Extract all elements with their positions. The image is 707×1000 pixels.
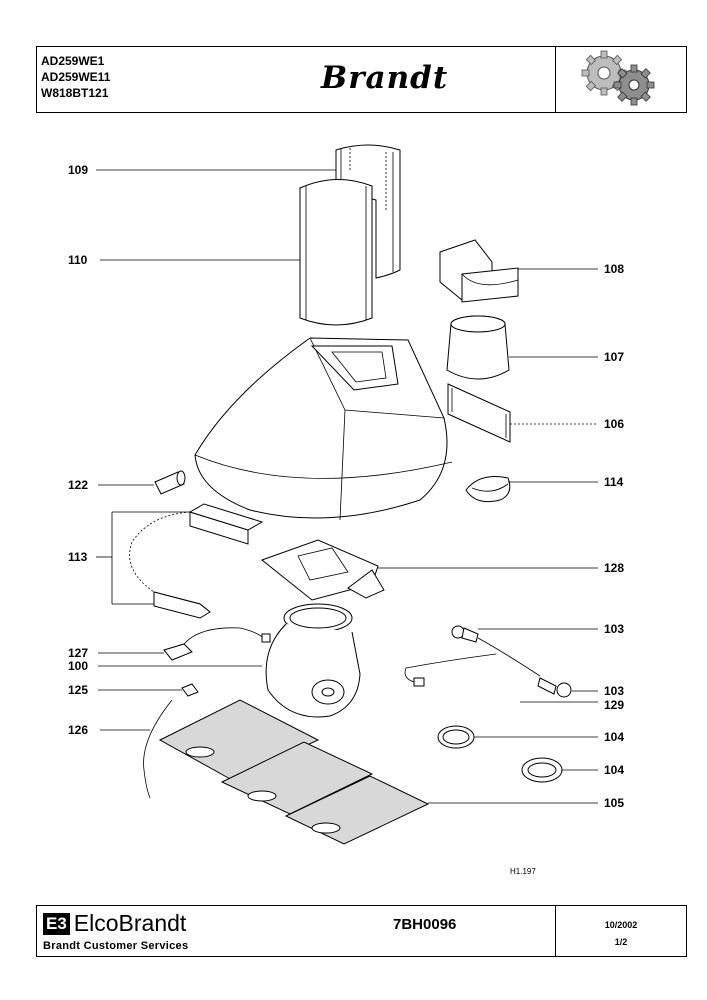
part-label-104-lower: 104	[604, 763, 624, 777]
model-number: AD259WE11	[41, 70, 111, 84]
part-label-105: 105	[604, 796, 624, 810]
company-name: ElcoBrandt	[73, 910, 187, 936]
lower-chimney-section	[299, 178, 373, 326]
brand-logo: Brandt	[321, 60, 449, 96]
wall-bracket	[447, 383, 511, 443]
part-label-129: 129	[604, 698, 624, 712]
header-box: AD259WE1 AD259WE11 W818BT121 Brandt	[36, 46, 687, 113]
part-label-109: 109	[68, 163, 88, 177]
part-label-108: 108	[604, 262, 624, 276]
lamp-cover	[465, 476, 511, 503]
part-label-107: 107	[604, 350, 624, 364]
outlet-adaptor	[439, 239, 519, 303]
motor-fixing-plate	[260, 539, 385, 601]
cable-clip	[181, 683, 199, 697]
model-list: AD259WE1 AD259WE11 W818BT121	[41, 53, 110, 101]
part-label-127: 127	[68, 646, 88, 660]
model-number: AD259WE1	[41, 54, 105, 68]
grease-filters	[158, 699, 430, 845]
customer-services-label: Brandt Customer Services	[43, 940, 189, 952]
gears-icon	[581, 50, 655, 106]
lamp-ring-lower	[521, 757, 563, 783]
switch-cable	[163, 627, 271, 661]
part-label-103-lower: 103	[604, 684, 624, 698]
part-label-113: 113	[68, 550, 88, 564]
part-label-103-upper: 103	[604, 622, 624, 636]
part-label-126: 126	[68, 723, 88, 737]
part-label-104-upper: 104	[604, 730, 624, 744]
part-label-100: 100	[68, 659, 88, 673]
control-assembly	[111, 503, 264, 619]
lamp-harness	[404, 625, 572, 698]
part-label-114: 114	[604, 475, 624, 489]
lamp-ring-upper	[437, 725, 475, 749]
gear-logo-box	[555, 47, 686, 112]
part-label-125: 125	[68, 683, 88, 697]
page-number: 1/2	[614, 937, 628, 947]
document-reference: 7BH0096	[393, 916, 457, 933]
part-label-110: 110	[68, 253, 88, 267]
motor-fan-unit	[265, 603, 361, 718]
document-date: 10/2002	[604, 920, 638, 930]
outlet-collar	[446, 315, 510, 380]
company-mark: E3	[43, 913, 70, 935]
model-number: W818BT121	[41, 86, 109, 100]
part-labels: 109 110 108 107 106 122 114 113 128 127 …	[68, 163, 624, 876]
power-cable	[143, 699, 173, 799]
date-page-box: 10/2002 1/2	[555, 906, 686, 956]
drawing-reference: H1.197	[510, 867, 536, 876]
hood-canopy	[194, 337, 453, 521]
part-label-122: 122	[68, 478, 88, 492]
part-label-128: 128	[604, 561, 624, 575]
capacitor	[154, 470, 186, 495]
leader-lines	[96, 169, 598, 804]
part-label-106: 106	[604, 417, 624, 431]
